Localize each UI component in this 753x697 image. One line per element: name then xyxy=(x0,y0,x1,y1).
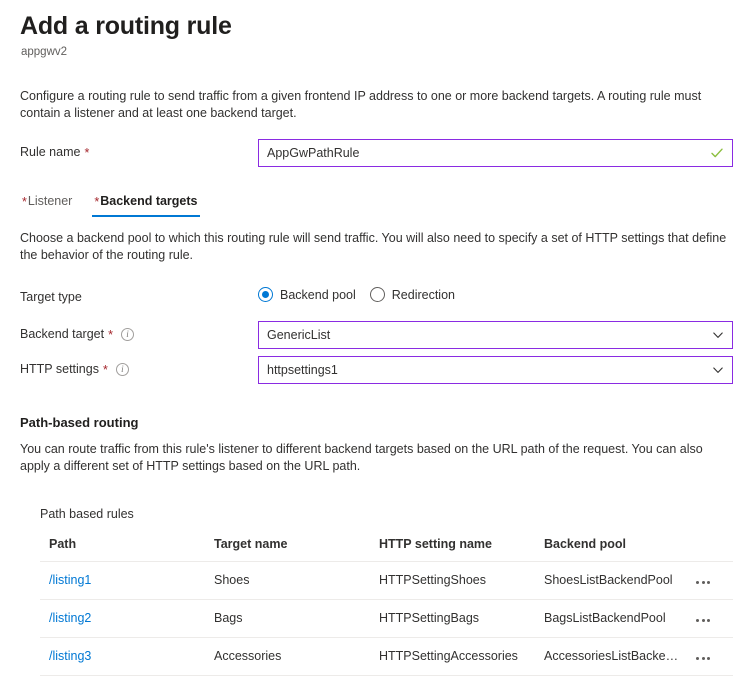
column-header-target-name: Target name xyxy=(205,536,370,562)
page-subtitle: appgwv2 xyxy=(21,46,68,58)
cell-path: /listing1 xyxy=(40,561,205,600)
target-type-label: Target type xyxy=(20,290,82,304)
target-type-radio-group: Backend pool Redirection xyxy=(258,284,455,302)
cell-http-setting-name: HTTPSettingAccessories xyxy=(370,637,535,676)
cell-actions xyxy=(688,637,733,676)
backend-target-row: Backend target * i GenericList xyxy=(20,321,733,349)
tab-listener[interactable]: * Listener xyxy=(20,193,74,217)
column-header-actions xyxy=(688,536,733,562)
rule-name-field xyxy=(258,139,733,167)
path-based-rules-section: Path based rules Path Target name HTTP s… xyxy=(40,506,733,676)
radio-backend-pool[interactable]: Backend pool xyxy=(258,287,356,302)
path-based-rules-caption: Path based rules xyxy=(40,507,134,521)
radio-redirection-dot xyxy=(369,287,385,302)
cell-backend-pool: ShoesListBackendPool xyxy=(535,561,688,600)
path-link[interactable]: /listing1 xyxy=(49,573,92,587)
cell-target-name: Bags xyxy=(205,599,370,638)
cell-path: /listing2 xyxy=(40,599,205,638)
rule-name-input[interactable] xyxy=(258,139,733,167)
backend-target-dropdown[interactable]: GenericList xyxy=(258,321,733,349)
column-header-path: Path xyxy=(40,536,205,562)
tab-backend-targets-label: Backend targets xyxy=(100,194,198,208)
required-asterisk: * xyxy=(108,327,113,342)
path-link[interactable]: /listing3 xyxy=(49,649,92,663)
cell-path: /listing3 xyxy=(40,637,205,676)
table-header-row: Path Target name HTTP setting name Backe… xyxy=(40,536,733,562)
cell-backend-pool: AccessoriesListBackendP... xyxy=(535,637,688,676)
http-settings-label-text: HTTP settings xyxy=(20,362,99,376)
rule-name-label-text: Rule name xyxy=(20,145,81,159)
path-based-routing-heading: Path-based routing xyxy=(20,415,139,430)
info-icon[interactable]: i xyxy=(115,362,129,376)
radio-backend-pool-dot xyxy=(258,287,273,302)
cell-actions xyxy=(688,561,733,600)
required-asterisk: * xyxy=(84,145,90,160)
info-icon[interactable]: i xyxy=(120,327,134,341)
target-type-row: Target type Backend pool Redirection xyxy=(20,284,733,305)
required-asterisk: * xyxy=(102,362,108,377)
radio-redirection[interactable]: Redirection xyxy=(369,287,455,302)
column-header-http-setting-name: HTTP setting name xyxy=(370,536,535,562)
tab-bar: * Listener * Backend targets xyxy=(20,193,733,217)
http-settings-label: HTTP settings * i xyxy=(20,356,258,377)
tab-listener-asterisk: * xyxy=(22,195,27,209)
cell-http-setting-name: HTTPSettingShoes xyxy=(370,561,535,600)
backend-target-label: Backend target * i xyxy=(20,321,258,342)
radio-backend-pool-label: Backend pool xyxy=(280,287,356,302)
tab-listener-label: Listener xyxy=(27,194,73,208)
chevron-down-icon xyxy=(712,329,724,341)
more-options-icon[interactable] xyxy=(692,617,714,624)
backend-targets-description: Choose a backend pool to which this rout… xyxy=(20,231,727,262)
tab-backend-targets-asterisk: * xyxy=(94,195,100,209)
http-settings-row: HTTP settings * i httpsettings1 xyxy=(20,356,733,384)
cell-target-name: Shoes xyxy=(205,561,370,600)
chevron-down-icon xyxy=(712,364,724,376)
path-link[interactable]: /listing2 xyxy=(49,611,92,625)
path-based-rules-table: Path Target name HTTP setting name Backe… xyxy=(40,536,733,676)
rule-name-label: Rule name * xyxy=(20,139,258,160)
table-row: /listing3 Accessories HTTPSettingAccesso… xyxy=(40,637,733,676)
rule-name-row: Rule name * xyxy=(20,139,733,167)
http-settings-value: httpsettings1 xyxy=(267,363,338,377)
cell-backend-pool: BagsListBackendPool xyxy=(535,599,688,638)
radio-redirection-label: Redirection xyxy=(391,287,455,302)
cell-target-name: Accessories xyxy=(205,637,370,676)
backend-target-label-text: Backend target xyxy=(20,327,105,341)
cell-http-setting-name: HTTPSettingBags xyxy=(370,599,535,638)
http-settings-field: httpsettings1 xyxy=(258,356,733,384)
http-settings-dropdown[interactable]: httpsettings1 xyxy=(258,356,733,384)
path-based-routing-description: You can route traffic from this rule's l… xyxy=(20,442,703,473)
table-row: /listing1 Shoes HTTPSettingShoes ShoesLi… xyxy=(40,561,733,600)
more-options-icon[interactable] xyxy=(692,655,714,662)
backend-target-value: GenericList xyxy=(267,328,331,342)
page-title: Add a routing rule xyxy=(20,12,232,40)
add-routing-rule-page: Add a routing rule appgwv2 Configure a r… xyxy=(20,12,733,676)
tab-backend-targets[interactable]: * Backend targets xyxy=(92,193,200,217)
cell-actions xyxy=(688,599,733,638)
backend-target-field: GenericList xyxy=(258,321,733,349)
table-row: /listing2 Bags HTTPSettingBags BagsListB… xyxy=(40,599,733,638)
column-header-backend-pool: Backend pool xyxy=(535,536,688,562)
more-options-icon[interactable] xyxy=(692,579,714,586)
intro-description: Configure a routing rule to send traffic… xyxy=(20,89,702,120)
